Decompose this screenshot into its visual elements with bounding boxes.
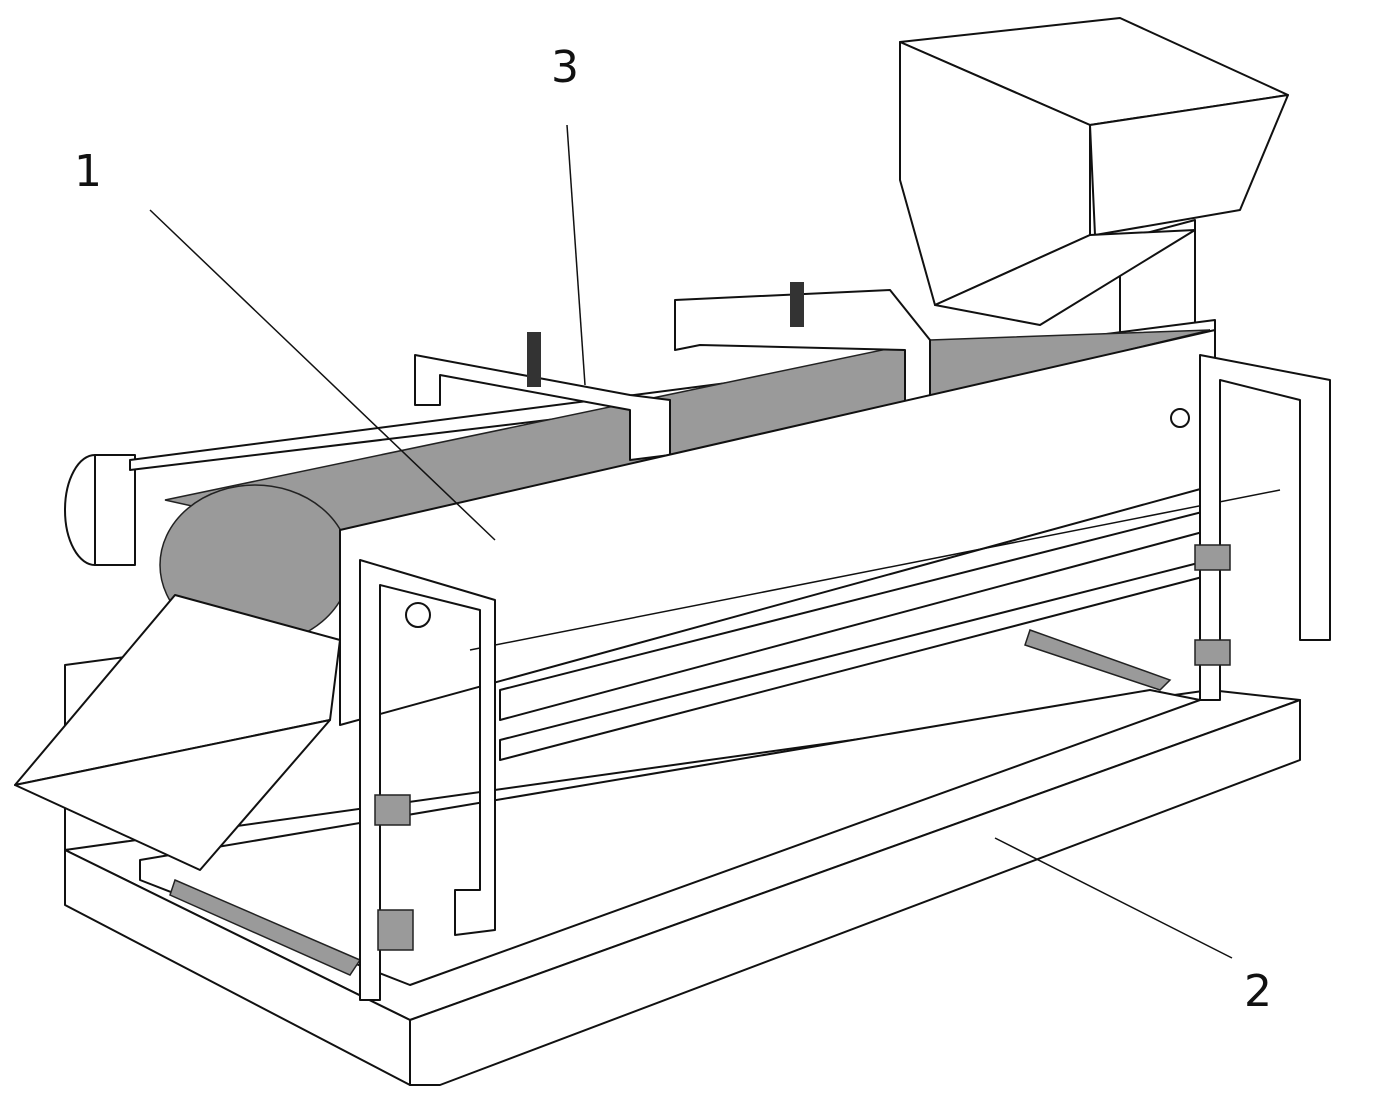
- label-2: 2: [1244, 970, 1272, 1014]
- leader-line-3: [567, 125, 585, 385]
- label-1: 1: [74, 150, 102, 194]
- label-3: 3: [551, 46, 579, 90]
- hopper: [900, 18, 1288, 360]
- leader-line-2: [995, 838, 1232, 958]
- motor: [65, 455, 135, 565]
